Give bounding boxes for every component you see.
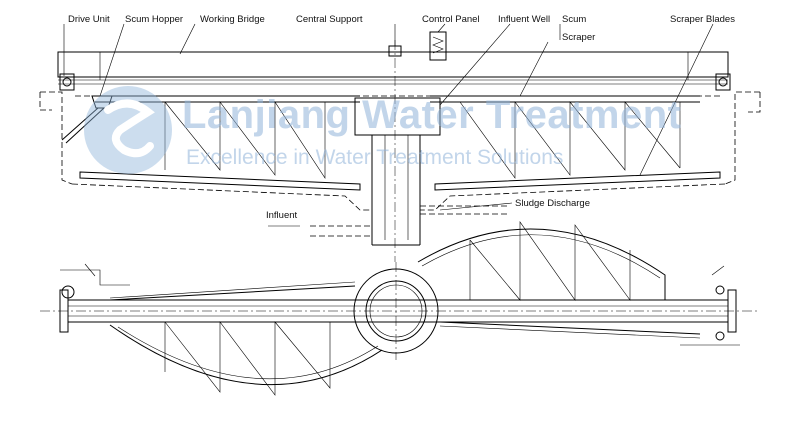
diagram-labels: Drive Unit Scum Hopper Working Bridge Ce… [68,14,735,221]
watermark-subtitle: Excellence in Water Treatment Solutions [186,146,563,169]
watermark: Lanjiang Water Treatment Excellence in W… [84,86,682,174]
influent-well [354,97,441,136]
scraper-blade-right [434,171,721,191]
label-scraper: Scraper [562,32,595,43]
label-influent: Influent [266,210,298,221]
control-panel [429,31,447,61]
label-drive-unit: Drive Unit [68,14,110,25]
leader-lines [63,23,714,227]
plan-view [40,221,760,396]
label-scum-hopper: Scum Hopper [125,14,183,25]
label-scraper-blades: Scraper Blades [670,14,735,25]
label-scum: Scum [562,14,586,25]
label-control-panel: Control Panel [422,14,480,25]
label-influent-well: Influent Well [498,14,550,25]
watermark-title: Lanjiang Water Treatment [182,93,682,137]
label-central-support: Central Support [296,14,363,25]
drive-unit [59,73,75,91]
label-working-bridge: Working Bridge [200,14,265,25]
working-bridge [57,51,729,78]
scraper-blade-left [79,171,361,191]
section-view [39,31,761,262]
watermark-logo [84,86,172,174]
label-sludge-discharge: Sludge Discharge [515,198,590,209]
